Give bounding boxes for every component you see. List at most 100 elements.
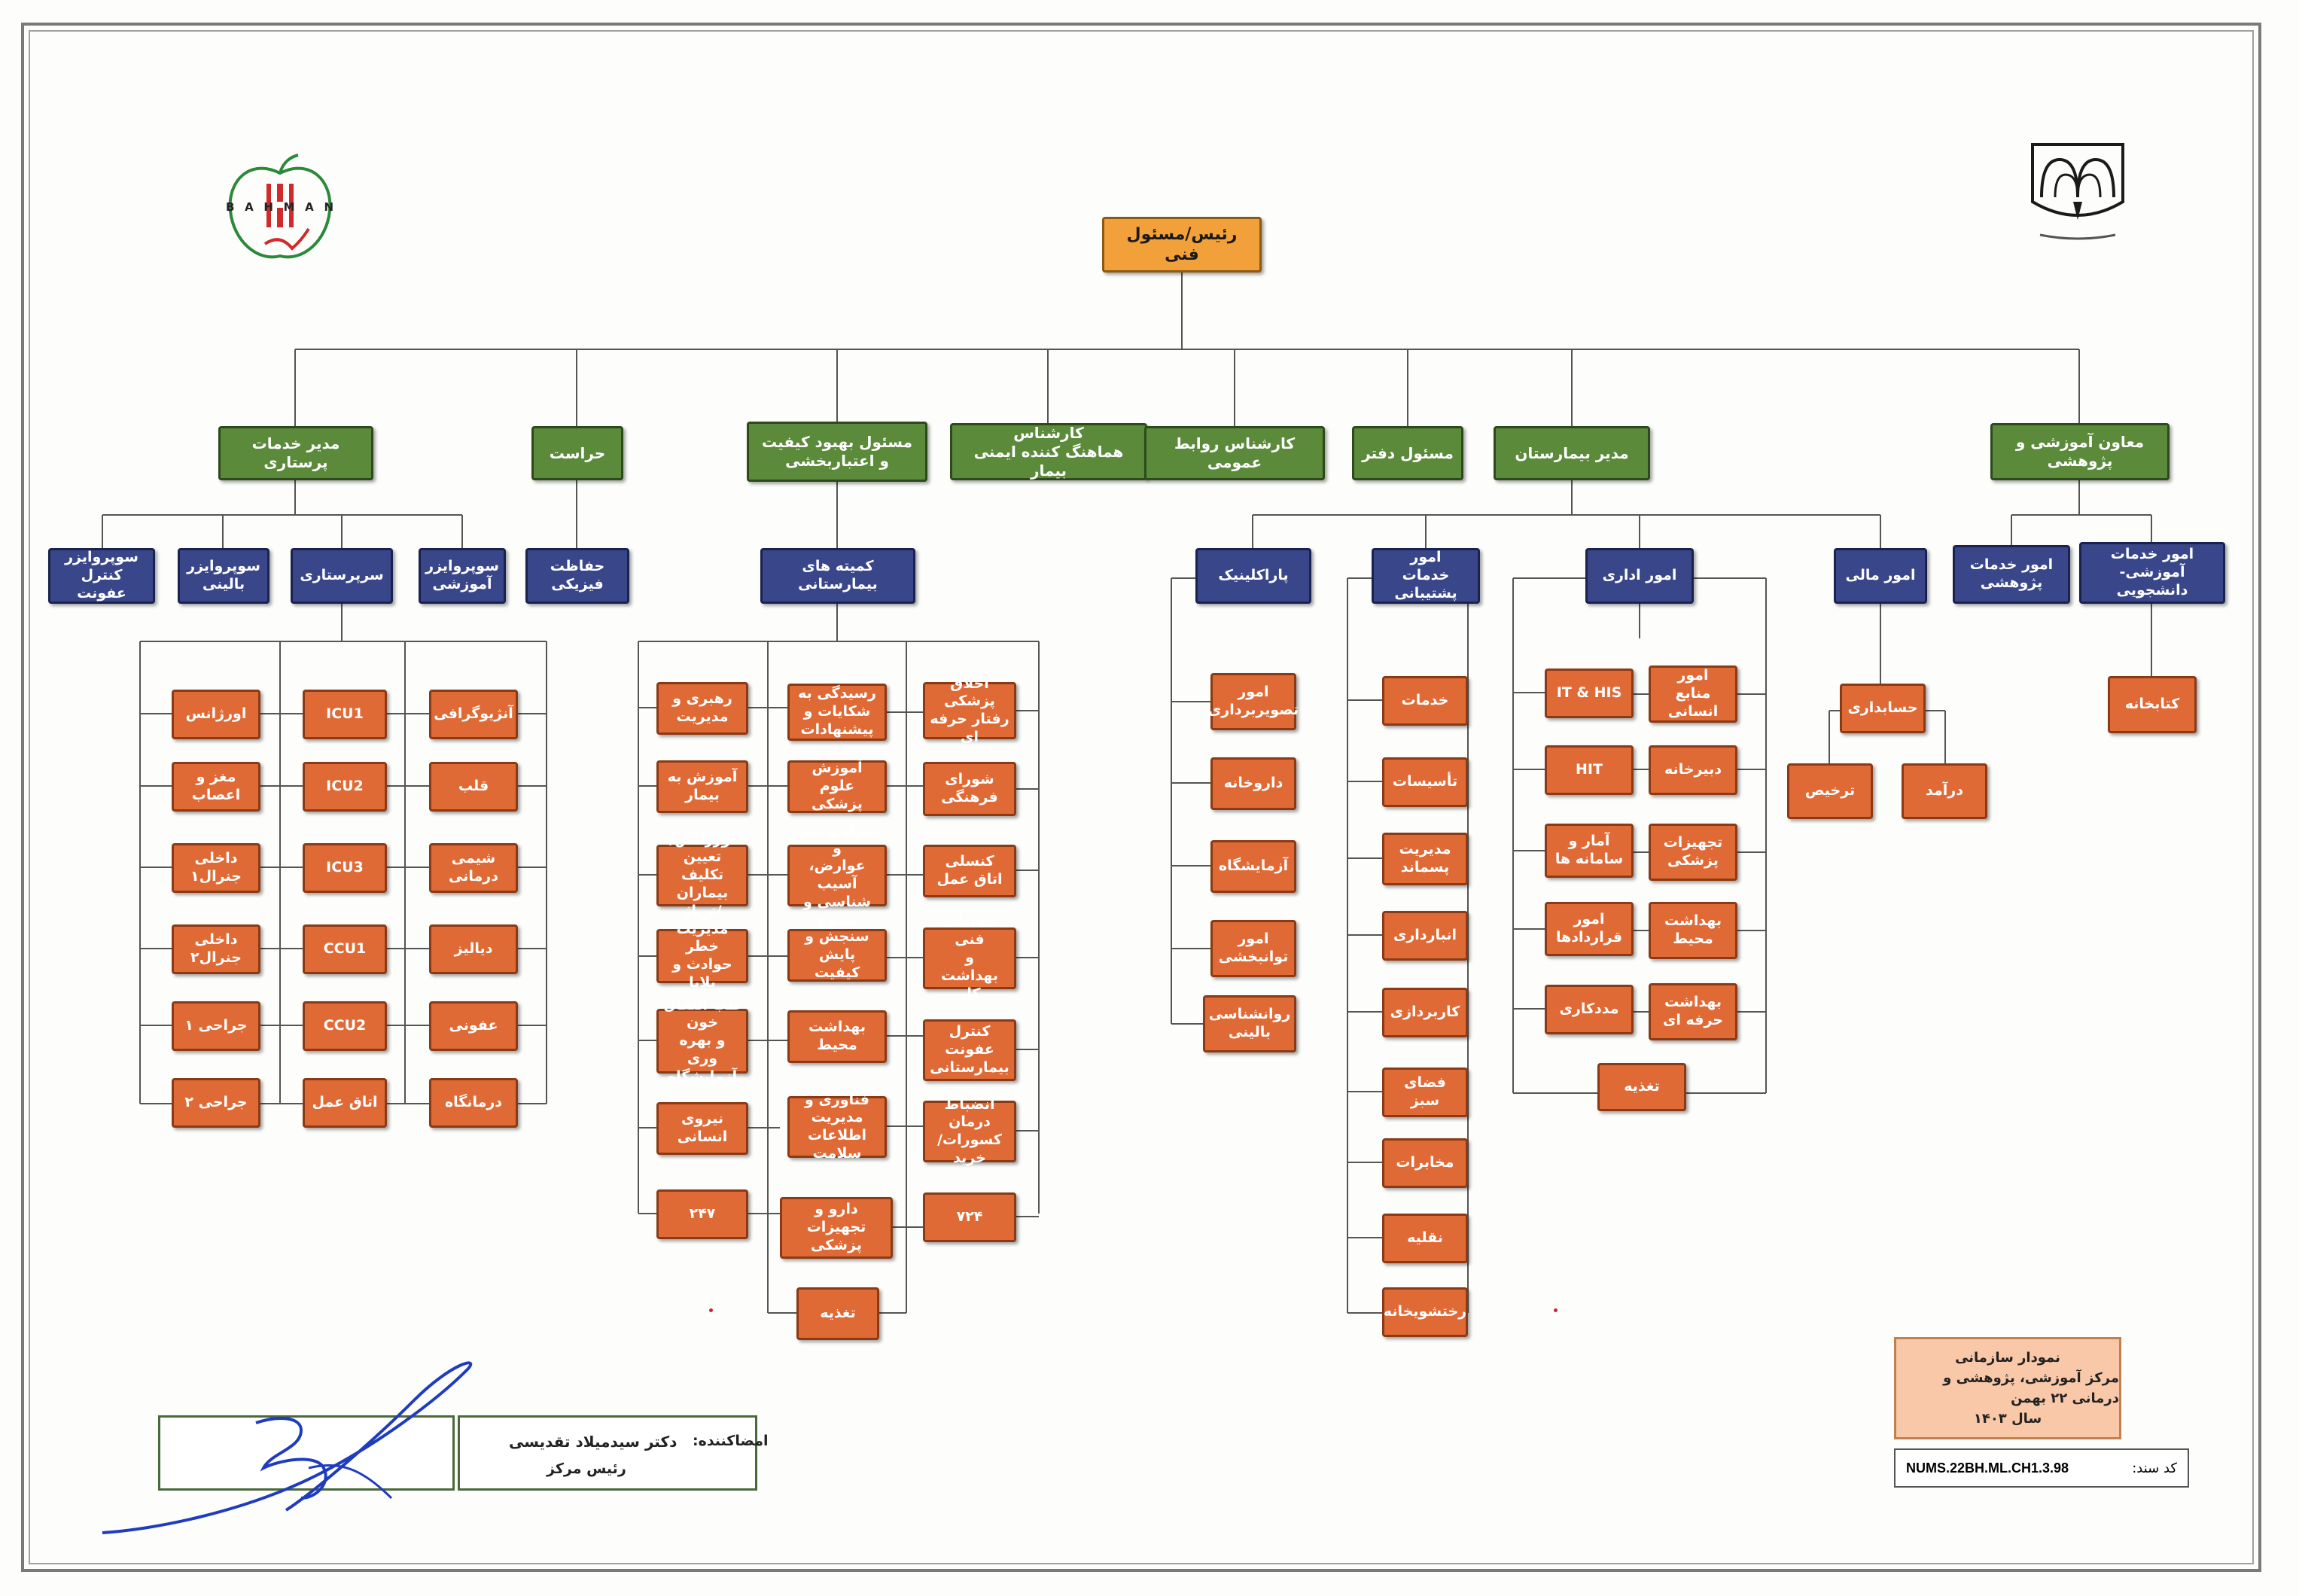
clinical-supervisor-box: سوپروایزر بالینی <box>178 548 269 604</box>
paraclinic-unit-box: داروخانه <box>1210 757 1296 810</box>
public-relations-box: کارشناس روابط عمومی <box>1144 426 1325 480</box>
paraclinic-unit-box: امور تصویربرداری <box>1208 673 1299 730</box>
signer-box <box>458 1415 757 1491</box>
education-supervisor-box: سوپروایزر آموزشی <box>419 548 506 604</box>
support-unit-box: انبارداری <box>1382 911 1468 961</box>
edu-deputy-box: معاون آموزشی و پژوهشی <box>1990 423 2170 480</box>
doc-code-value: NUMS.22BH.ML.CH1.3.98 <box>1906 1460 2069 1476</box>
paraclinic-box: پاراکلینیک <box>1195 548 1311 604</box>
admin-unit-box: دبیرخانه <box>1649 745 1737 795</box>
admin-unit-box: امور منابع انسانی <box>1649 666 1737 723</box>
support-unit-box: نقلیه <box>1382 1214 1468 1263</box>
committee-box: طب انتقال خون و بهره وری آزمایشگاه <box>656 997 748 1085</box>
committee-box: انضباط درمان کسورات/ خرید <box>923 1096 1016 1166</box>
icu-box: CCU2 <box>303 1001 387 1051</box>
committee-box: آموزش به بیمار <box>656 760 748 813</box>
icu-box: ICU1 <box>303 690 387 739</box>
infection-supervisor-box: سوپروایزر کنترل عفونت <box>48 548 155 604</box>
committee-box: سنجش و پایش کیفیت <box>787 928 887 982</box>
committee-box: آموزش علوم پزشکی <box>787 760 887 813</box>
admin-unit-box: آمار و سامانه ها <box>1545 824 1634 878</box>
paraclinic-unit-box: آزمایشگاه <box>1210 840 1296 893</box>
support-unit-box: کاربردازی <box>1382 988 1468 1037</box>
security-box: حراست <box>531 426 623 480</box>
signer-title: رئیس مرکز <box>547 1460 626 1477</box>
committee-box: ۲۴۷ <box>656 1189 748 1239</box>
paraclinic-unit-box: روانشناسی بالینی <box>1203 995 1296 1052</box>
signer-name: دکتر سیدمیلاد تقدیسی <box>509 1433 678 1451</box>
patient-safety-box: کارشناس هماهنگ کننده ایمنی بیمار <box>950 423 1147 480</box>
support-unit-box: خدمات <box>1382 676 1468 726</box>
doc-code-label: کد سند: <box>2132 1460 2177 1476</box>
support-unit-box: رختشویخانه <box>1382 1287 1468 1337</box>
support-unit-box: مدیریت پسماند <box>1382 833 1468 885</box>
support-services-box: امور خدمات پشتیبانی <box>1372 548 1480 604</box>
nursing-director-box: مدیر خدمات پرستاری <box>218 426 373 480</box>
committee-box: ۷۲۴ <box>923 1192 1016 1242</box>
ward-box: جراحی ۱ <box>172 1001 260 1051</box>
support-unit-box: تأسیسات <box>1382 757 1468 807</box>
ward-box: اورژانس <box>172 690 260 739</box>
admin-affairs-box: امور اداری <box>1585 548 1694 604</box>
committee-box: رهبری و مدیریت <box>656 682 748 735</box>
committee-box: نیروی انسانی <box>656 1102 748 1155</box>
page-frame <box>21 23 2261 1572</box>
university-emblem-icon <box>2031 143 2124 240</box>
icu-box: اتاق عمل <box>303 1078 387 1128</box>
committee-box: تغذیه <box>796 1287 879 1340</box>
physical-protection-box: حفاظت فیزیکی <box>525 548 629 604</box>
icu-box: ICU3 <box>303 843 387 893</box>
ward-box: داخلی جنرال۱ <box>172 843 260 893</box>
admin-nutrition-box: تغذیه <box>1597 1063 1686 1111</box>
admin-unit-box: امور قراردادها <box>1545 902 1634 956</box>
support-unit-box: فضای سبز <box>1382 1068 1468 1117</box>
committee-box: فناوری و مدیریت اطلاعات سلامت <box>787 1092 887 1162</box>
ward-box: عفونی <box>429 1001 518 1051</box>
ward-box: قلب <box>429 762 518 812</box>
committee-box: رسیدگی به شکایات و پیشنهادات <box>787 684 887 741</box>
signature-box <box>158 1415 455 1491</box>
ward-box: آنژیوگرافی <box>429 690 518 739</box>
apple-logo-icon <box>228 154 332 259</box>
committee-box: اورژانس/تعیین تکلیف بیماران /ترياژ <box>656 831 748 919</box>
admin-unit-box: تجهیزات پزشکی <box>1649 824 1737 881</box>
paraclinic-unit-box: امور توانبخشی <box>1210 920 1296 977</box>
committee-box: اخلاق پزشکی رفتار حرفه ای <box>923 675 1016 745</box>
chart-year: سال ۱۴۰۳ <box>1973 1411 2042 1427</box>
chief-box: رئیس/مسئول فنی <box>1102 217 1262 273</box>
committee-box: کنسلی اتاق عمل <box>923 845 1016 897</box>
admin-unit-box: IT & HIS <box>1545 669 1634 718</box>
admin-unit-box: HIT <box>1545 745 1634 795</box>
ward-box: شیمی درمانی <box>429 843 518 893</box>
committees-box: کمیته های بیمارستانی <box>760 548 915 604</box>
doc-code-box: NUMS.22BH.ML.CH1.3.98 کد سند: <box>1894 1448 2189 1488</box>
stray-dot <box>1554 1308 1558 1312</box>
committee-box: مرگ و میر و عوارض، آسیب شناسی و نسوج <box>787 822 887 928</box>
chart-title-box: نمودار سازمانی مرکز آموزشی، پژوهشی و درم… <box>1894 1337 2121 1439</box>
icu-box: ICU2 <box>303 762 387 812</box>
admin-unit-box: بهداشت محیط <box>1649 902 1737 959</box>
ward-box: مغز و اعصاب <box>172 762 260 812</box>
signer-label: امضاکننده: <box>693 1433 769 1449</box>
chart-title: نمودار سازمانی <box>1955 1350 2060 1366</box>
research-services-box: امور خدمات پژوهشی <box>1953 545 2070 604</box>
discharge-box: ترخیص <box>1787 763 1873 819</box>
committee-box: کنترل عفونت بیمارستانی <box>923 1019 1016 1081</box>
finance-affairs-box: امور مالی <box>1834 548 1927 604</box>
ward-box: داخلی جنرال۲ <box>172 924 260 974</box>
head-nurse-box: سرپرستاری <box>291 548 393 604</box>
committee-box: بهداشت محیط <box>787 1010 887 1063</box>
chart-org: مرکز آموزشی، پژوهشی و درمانی ۲۲ بهمن <box>1943 1370 2119 1406</box>
admin-unit-box: مددکاری <box>1545 985 1634 1034</box>
university-logo <box>2017 129 2138 250</box>
ward-box: درمانگاه <box>429 1078 518 1128</box>
signature-icon <box>102 1361 473 1534</box>
committee-box: دارو و تجهیزات پزشکی <box>780 1197 893 1259</box>
committee-box: حفاظت فنی و بهداشت کار <box>923 914 1016 1002</box>
committee-box: مدیریت خطر حوادث و بلایا <box>656 921 748 991</box>
office-head-box: مسئول دفتر <box>1352 426 1463 480</box>
hospital-manager-box: مدیر بیمارستان <box>1494 426 1650 480</box>
